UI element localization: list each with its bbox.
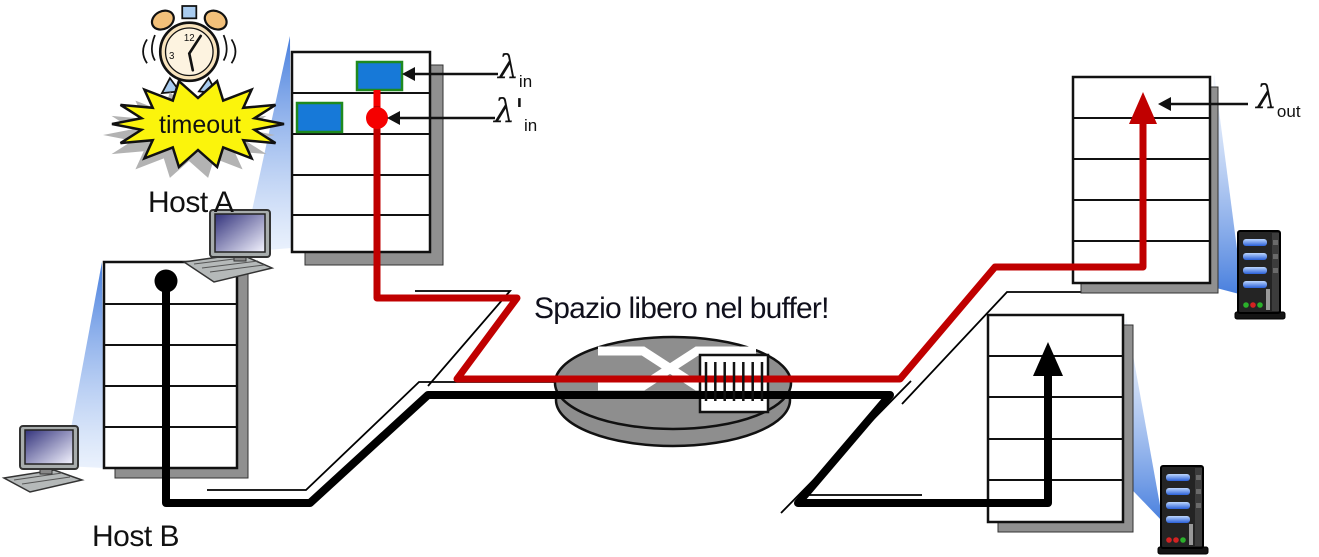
rate-arrows <box>387 67 1248 125</box>
clock-number-12: 12 <box>184 33 195 44</box>
host-b-label: Host B <box>92 520 180 553</box>
buffer-note-label: Spazio libero nel buffer! <box>534 292 829 325</box>
lambda-in-retx-base: λ' <box>494 91 524 130</box>
beam-host-a <box>243 36 291 252</box>
host-a-label: Host A <box>148 186 234 219</box>
lambda-out-label: λout <box>1256 80 1301 120</box>
flow-red-host-a <box>366 90 1157 383</box>
lambda-out-sub: out <box>1276 102 1301 121</box>
alarm-clock-icon: 12 3 <box>142 5 237 95</box>
black-arrowhead <box>1033 342 1063 376</box>
packet-red-dot <box>366 107 388 129</box>
lambda-in-arrow <box>402 67 498 81</box>
clock-number-3: 3 <box>169 51 174 62</box>
lambda-in-label: λin <box>498 50 532 90</box>
lambda-in-base: λ <box>498 47 519 86</box>
lambda-out-base: λ <box>1256 77 1277 116</box>
lambda-in-retx-label: λ'in <box>494 94 537 134</box>
host-b-buffer <box>102 260 239 470</box>
lambda-out-arrow <box>1158 97 1248 111</box>
timeout-starburst <box>103 78 285 178</box>
lambda-in-retx-sub: in <box>524 116 538 135</box>
beam-host-b <box>64 262 104 468</box>
packet-blue-original <box>355 60 404 92</box>
packet-black-dot <box>154 269 178 293</box>
timeout-label: timeout <box>159 111 241 139</box>
packets <box>295 60 404 134</box>
flow-black-host-b <box>154 269 1063 507</box>
host-b-computer-icon <box>1 425 85 493</box>
lambda-in-sub: in <box>518 72 533 91</box>
packet-blue-queued <box>295 101 344 134</box>
server-tower-icon-bottom <box>1157 465 1209 555</box>
red-arrowhead <box>1129 92 1157 124</box>
queue-slot-ticks <box>704 362 764 401</box>
host-a-computer-icon <box>181 209 275 283</box>
server-tower-icon-top <box>1234 230 1286 320</box>
lambda-in-retx-arrow <box>387 111 495 125</box>
router-out-buffer-bottom <box>986 313 1125 524</box>
